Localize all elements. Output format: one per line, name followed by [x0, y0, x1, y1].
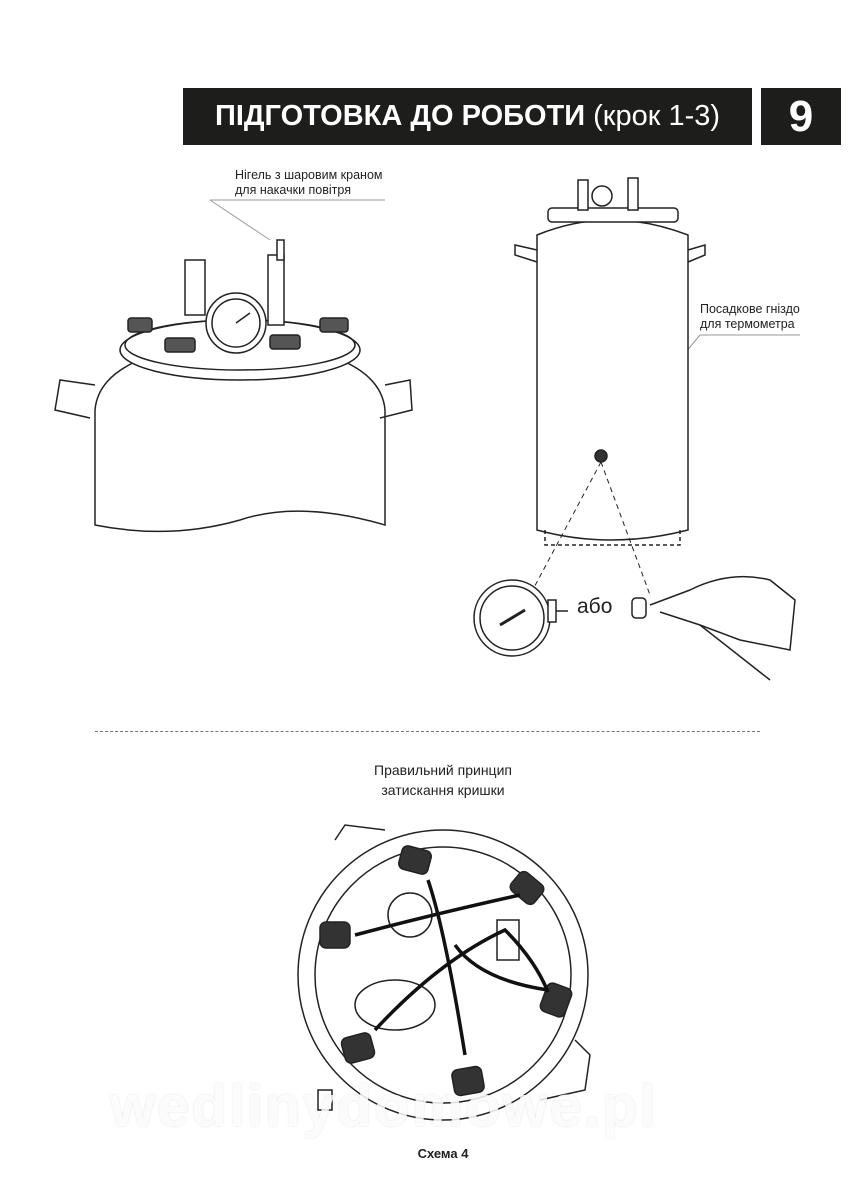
principle-label-line2: затискання кришки	[381, 782, 505, 798]
nipple-label: Нігель з шаровим краном для накачки пові…	[235, 168, 383, 198]
thermometer-socket-label: Посадкове гніздо для термометра	[700, 302, 800, 332]
figure-caption: Схема 4	[417, 1146, 469, 1161]
lid-clamping-diagram	[297, 824, 591, 1121]
page-title: ПІДГОТОВКА ДО РОБОТИ	[214, 100, 586, 132]
principle-label: Правильний принцип затискання кришки	[343, 760, 543, 800]
nipple-label-line2: для накачки повітря	[235, 183, 351, 197]
principle-label-line1: Правильний принцип	[374, 762, 512, 778]
watermark: wedlinydomowe.pl	[110, 1074, 658, 1139]
nipple-label-line1: Нігель з шаровим краном	[235, 168, 383, 182]
socket-label-line2: для термометра	[700, 317, 795, 331]
page-number: 9	[761, 88, 841, 145]
autoclave-side-illustration	[473, 177, 800, 681]
page-title-bar: ПІДГОТОВКА ДО РОБОТИ (крок 1-3)	[183, 88, 752, 145]
page-subtitle: (крок 1-3)	[593, 100, 721, 132]
section-divider	[95, 731, 760, 732]
or-label: або	[577, 595, 613, 618]
socket-label-line1: Посадкове гніздо	[700, 302, 800, 316]
autoclave-top-illustration	[54, 199, 413, 533]
